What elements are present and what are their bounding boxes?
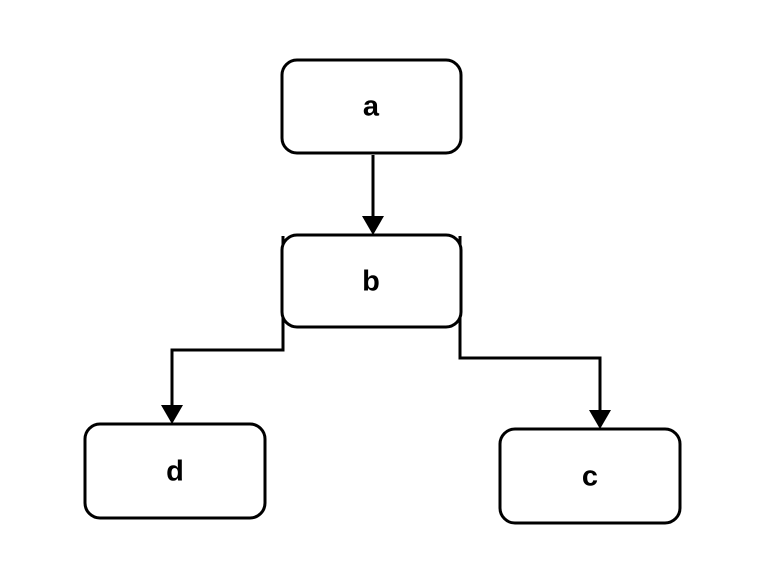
node-c[interactable]: c bbox=[498, 427, 682, 525]
node-c-box[interactable] bbox=[498, 427, 682, 525]
node-c-label: c bbox=[582, 461, 598, 493]
node-b-label: b bbox=[362, 266, 380, 298]
arrowhead-b-to-d-icon bbox=[161, 405, 183, 424]
edge-b-to-d[interactable] bbox=[161, 236, 285, 424]
node-b-box[interactable] bbox=[280, 233, 463, 329]
node-d[interactable]: d bbox=[83, 422, 267, 520]
node-b[interactable]: b bbox=[280, 233, 463, 329]
edge-b-to-c[interactable] bbox=[458, 236, 611, 429]
node-a-box[interactable] bbox=[280, 58, 463, 155]
node-a[interactable]: a bbox=[280, 58, 463, 155]
arrowhead-b-to-c-icon bbox=[589, 410, 611, 429]
edge-a-to-b[interactable] bbox=[362, 155, 384, 235]
node-a-label: a bbox=[363, 91, 380, 123]
node-d-label: d bbox=[166, 456, 184, 488]
arrowhead-a-to-b-icon bbox=[362, 216, 384, 235]
edge-b-to-d-line bbox=[170, 236, 285, 415]
edge-b-to-c-line bbox=[458, 236, 602, 420]
node-d-box[interactable] bbox=[83, 422, 267, 520]
